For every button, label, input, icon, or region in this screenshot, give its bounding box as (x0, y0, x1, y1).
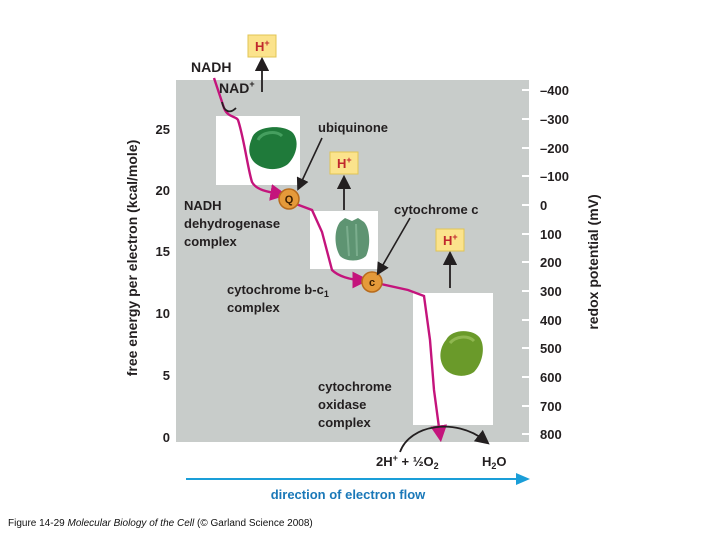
nad-label: NAD+ (219, 79, 255, 96)
cytochrome-c-carrier (361, 271, 383, 293)
right-tick: 600 (540, 370, 562, 385)
right-tick: 100 (540, 227, 562, 242)
right-tick: 400 (540, 313, 562, 328)
complex2-label-line: complex (227, 300, 281, 315)
left-tick: 25 (156, 122, 170, 137)
right-axis-label: redox potential (mV) (585, 194, 601, 329)
proton-box (247, 34, 277, 58)
proton-box (435, 228, 465, 252)
right-tick: 0 (540, 198, 547, 213)
cytochrome-c-carrier-label: c (369, 277, 375, 289)
right-tick: 800 (540, 427, 562, 442)
electron-path-segment-2 (295, 202, 370, 289)
nadh-label: NADH (191, 59, 231, 75)
proton-label: H+ (443, 232, 458, 248)
left-tick: 15 (156, 244, 170, 259)
reactants-label: 2H+ + ½O2 (376, 453, 439, 471)
left-tick: 0 (163, 430, 170, 445)
electron-path-segment-3 (380, 282, 448, 443)
right-tick: –200 (540, 141, 569, 156)
proton-label: H+ (337, 155, 352, 171)
reaction-arrow (399, 425, 490, 453)
ubiquinone-label: ubiquinone (318, 120, 388, 135)
right-tick: 200 (540, 255, 562, 270)
complex1-label-line: dehydrogenase (184, 216, 280, 231)
complex2-label-line: cytochrome b-c1 (227, 282, 329, 299)
electron-path (212, 77, 448, 443)
left-tick: 20 (156, 183, 170, 198)
caption-figure-number: Figure 14-29 (8, 518, 65, 529)
complex1-label-line: NADH (184, 198, 222, 213)
right-axis: –400 –300 –200 –100 0 100 200 300 400 50… (522, 83, 601, 442)
complex1-label-line: complex (184, 234, 238, 249)
electron-path-segment-1 (212, 77, 288, 201)
right-tick: –400 (540, 83, 569, 98)
proton-label: H+ (255, 38, 270, 54)
right-tick: 500 (540, 341, 562, 356)
electron-flow-arrowhead (516, 473, 530, 485)
proton-box (329, 151, 359, 175)
right-tick: 700 (540, 399, 562, 414)
ubiquinone-carrier-label: Q (285, 194, 294, 206)
ubiquinone-carrier (278, 188, 300, 210)
ubiquinone-pointer (296, 137, 323, 191)
left-tick: 5 (163, 368, 170, 383)
electron-flow-label: direction of electron flow (271, 487, 426, 502)
complex3-label-line: complex (318, 415, 372, 430)
right-tick: 300 (540, 284, 562, 299)
product-label: H2O (482, 454, 507, 471)
figure-caption: Figure 14-29 Molecular Biology of the Ce… (8, 518, 313, 529)
protein-highlight (448, 335, 476, 345)
cytochrome-c-pointer (376, 217, 411, 276)
right-tick: –100 (540, 169, 569, 184)
caption-credit: (© Garland Science 2008) (194, 518, 313, 529)
left-tick: 10 (156, 306, 170, 321)
left-axis-label: free energy per electron (kcal/mole) (124, 140, 140, 377)
cytochrome-c-label: cytochrome c (394, 202, 479, 217)
right-tick: –300 (540, 112, 569, 127)
cytochrome-bc1-protein (335, 218, 370, 261)
caption-book-title: Molecular Biology of the Cell (67, 518, 195, 529)
protein-highlight (346, 223, 358, 257)
left-axis: free energy per electron (kcal/mole) 0 5… (124, 122, 170, 445)
nad-arc (221, 101, 237, 113)
complex3-label-line: cytochrome (318, 379, 392, 394)
complex3-label-line: oxidase (318, 397, 366, 412)
protein-highlight (256, 131, 284, 141)
